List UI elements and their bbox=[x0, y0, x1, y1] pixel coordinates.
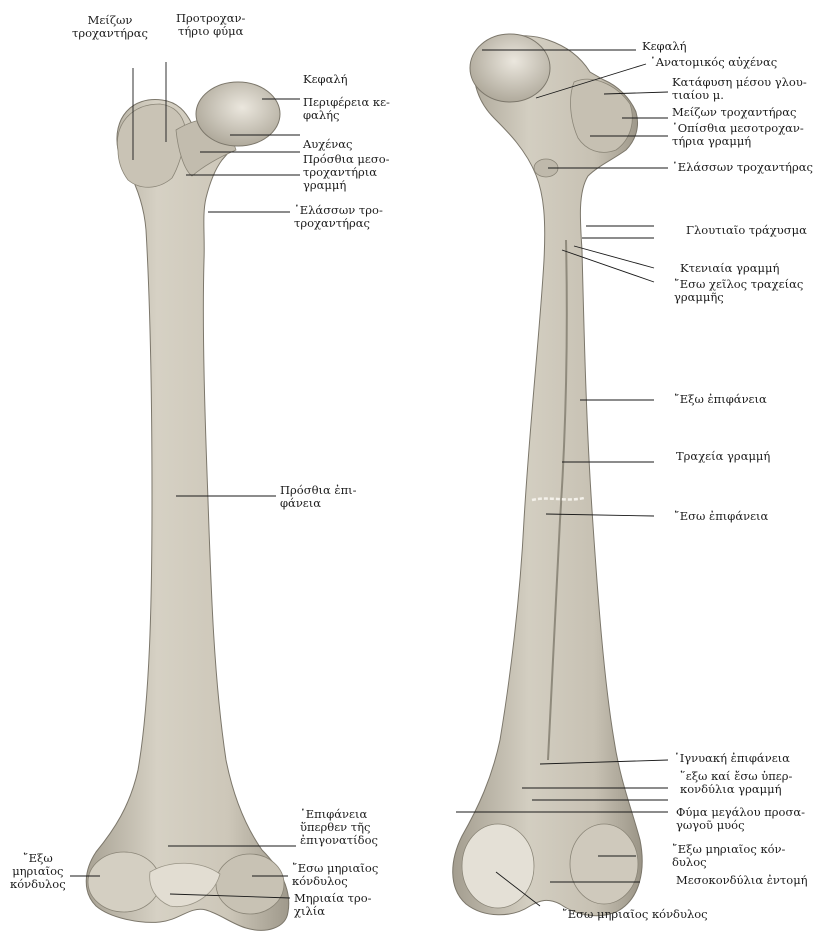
label-posterior-lateral-surface: ῎Εξω ἐπιφάνεια bbox=[674, 393, 767, 406]
label-anterior-greater-trochanter: Μείζων τροχαντήρας bbox=[72, 14, 148, 40]
label-posterior-medial-condyle: ῎Εσω μηριαῖος κόνδυλος bbox=[562, 908, 708, 921]
label-anterior-intertrochanteric-line: Πρόσθια μεσο- τροχαντήρια γραμμή bbox=[303, 153, 390, 192]
label-anterior-neck: Αυχένας bbox=[303, 138, 352, 151]
label-posterior-lesser-trochanter: ῾Ελάσσων τροχαντήρας bbox=[672, 161, 813, 174]
label-anterior-femoral-trochlea: Μηριαία τρο- χιλία bbox=[294, 892, 372, 918]
label-posterior-supracondylar-lines: ῞εξω καί ἔσω ὑπερ- κονδύλια γραμμή bbox=[680, 770, 792, 796]
label-anterior-head-periphery: Περιφέρεια κε- φαλής bbox=[303, 96, 390, 122]
label-anterior-medial-condyle: ῎Εσω μηριαῖος κόνδυλος bbox=[292, 862, 378, 888]
posterior-femur bbox=[453, 34, 642, 916]
leader-p-pectineal-1 bbox=[574, 246, 654, 268]
label-anterior-patellar-surface: ῾Επιφάνεια ὕπερθεν τῆς ἐπιγονατίδος bbox=[300, 808, 378, 847]
anterior-femur-outline bbox=[86, 100, 289, 931]
label-posterior-popliteal-surface: ῾Ιγνυακή ἐπιφάνεια bbox=[674, 752, 790, 765]
posterior-medial-condyle-shape bbox=[462, 824, 534, 908]
label-posterior-pectineal-line: Κτενιαία γραμμή bbox=[680, 262, 779, 275]
posterior-lateral-condyle-shape bbox=[570, 824, 638, 904]
label-posterior-anatomical-neck: ῾Ανατομικός αὐχένας bbox=[650, 56, 777, 69]
posterior-fracture-line bbox=[532, 498, 584, 500]
label-anterior-head: Κεφαλή bbox=[303, 73, 348, 86]
anterior-head-shape bbox=[196, 82, 280, 146]
label-posterior-lateral-condyle: ῎Εξω μηριαῖος κόν- δυλος bbox=[672, 843, 785, 869]
label-anterior-lateral-condyle: ῎Εξω μηριαῖος κόνδυλος bbox=[10, 852, 66, 891]
posterior-head-shape bbox=[470, 34, 550, 102]
label-posterior-greater-trochanter: Μείζων τροχαντήρας bbox=[672, 106, 797, 119]
anterior-medial-condyle-shape bbox=[216, 854, 284, 914]
label-anterior-pretrochanteric-tubercle: Προτροχαν- τήριο φύμα bbox=[176, 12, 245, 38]
label-posterior-gluteal-tuberosity: Γλουτιαῖο τράχυσμα bbox=[686, 224, 807, 237]
label-posterior-gluteus-medius-insertion: Κατάφυση μέσου γλου- τιαίου μ. bbox=[672, 76, 807, 102]
label-posterior-head: Κεφαλή bbox=[642, 40, 687, 53]
label-posterior-adductor-tubercle: Φύμα μεγάλου προσα- γωγοῦ μυός bbox=[676, 806, 805, 832]
label-anterior-surface: Πρόσθια ἐπι- φάνεια bbox=[280, 484, 357, 510]
label-posterior-linea-aspera: Τραχεία γραμμή bbox=[676, 450, 770, 463]
label-posterior-intertrochanteric-crest: ῾Οπίσθια μεσοτροχαν- τήρια γραμμή bbox=[672, 122, 804, 148]
anterior-lateral-condyle-shape bbox=[88, 852, 160, 912]
anterior-femur bbox=[86, 82, 289, 930]
label-posterior-intercondylar-notch: Μεσοκονδύλια ἐντομή bbox=[676, 874, 808, 887]
label-posterior-medial-surface: ῎Εσω ἐπιφάνεια bbox=[674, 510, 768, 523]
label-posterior-medial-lip-linea-aspera: ῎Εσω χεῖλος τραχείας γραμμῆς bbox=[674, 278, 803, 304]
label-anterior-lesser-trochanter: ῾Ελάσσων τρο- τροχαντήρας bbox=[294, 204, 383, 230]
